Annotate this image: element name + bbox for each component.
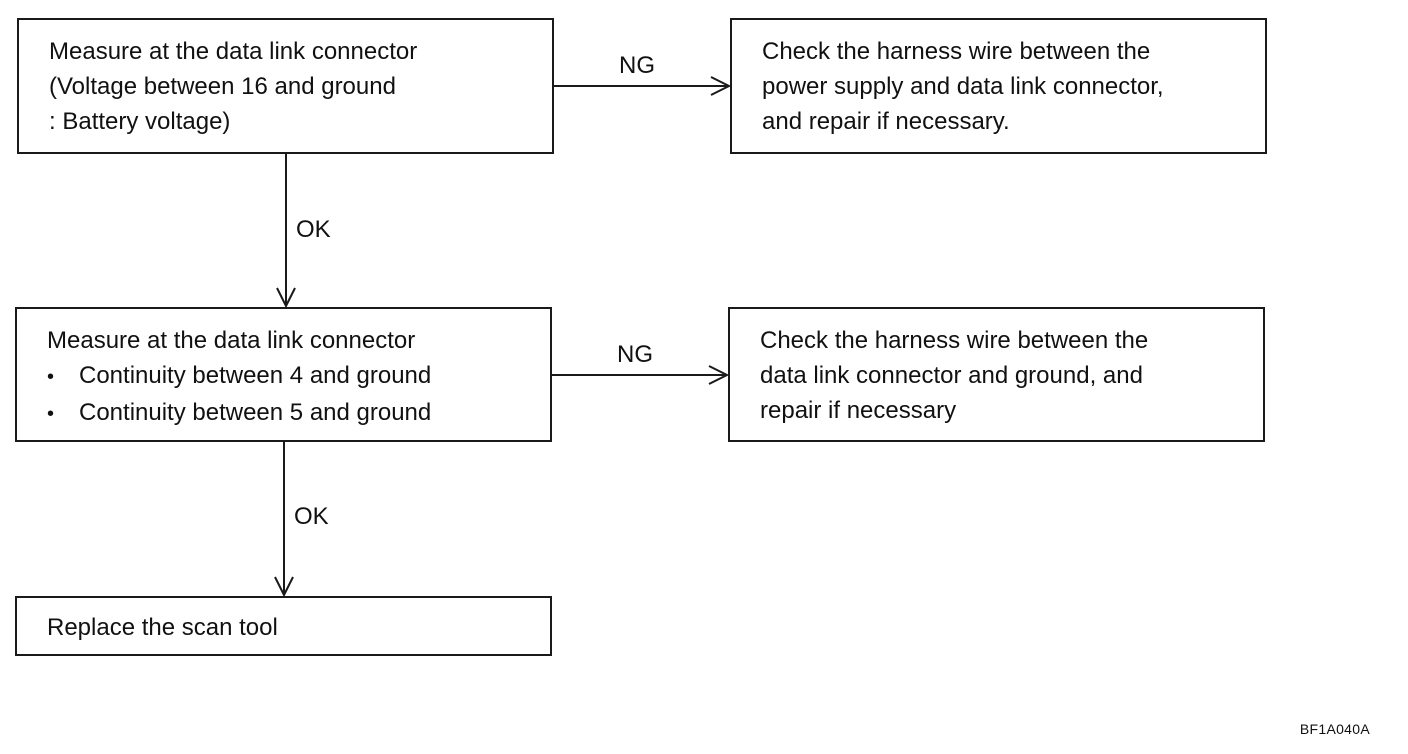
step3-text: Replace the scan tool xyxy=(47,614,278,641)
step2-ng-line-2: data link connector and ground, and xyxy=(760,362,1143,389)
step1-ng-line-2: power supply and data link connector, xyxy=(762,73,1164,100)
step-measure-voltage-box: Measure at the data link connector (Volt… xyxy=(17,18,554,154)
step2-bullet-item: • Continuity between 5 and ground xyxy=(47,395,522,432)
figure-code: BF1A040A xyxy=(1299,721,1370,737)
step2-bullet-text: Continuity between 5 and ground xyxy=(79,399,432,426)
step1-line-1: Measure at the data link connector xyxy=(49,38,418,65)
edge-label-ng: NG xyxy=(617,341,653,368)
arrowhead-ok-2 xyxy=(274,576,294,598)
step1-line-2: (Voltage between 16 and ground xyxy=(49,73,396,100)
step2-bullet-item: • Continuity between 4 and ground xyxy=(47,358,522,395)
step1-ng-line-3: and repair if necessary. xyxy=(762,108,1010,135)
check-power-supply-harness-box: Check the harness wire between the power… xyxy=(730,18,1267,154)
replace-scan-tool-box: Replace the scan tool xyxy=(15,596,552,656)
arrowhead-ng-2 xyxy=(708,365,730,385)
step-measure-continuity-box: Measure at the data link connector • Cont… xyxy=(15,307,552,442)
arrowhead-ok-1 xyxy=(276,287,296,309)
step1-ng-line-1: Check the harness wire between the xyxy=(762,38,1151,65)
edge-label-ng: NG xyxy=(619,52,655,79)
arrowhead-ng-1 xyxy=(710,76,732,96)
step2-bullet-text: Continuity between 4 and ground xyxy=(79,362,432,389)
edge-label-ok: OK xyxy=(296,216,331,243)
step2-ng-line-1: Check the harness wire between the xyxy=(760,327,1149,354)
edge-label-ok: OK xyxy=(294,503,329,530)
step2-ng-line-3: repair if necessary xyxy=(760,397,957,424)
check-ground-harness-box: Check the harness wire between the data … xyxy=(728,307,1265,442)
step1-line-3: : Battery voltage) xyxy=(49,108,231,135)
step2-heading: Measure at the data link connector xyxy=(47,327,416,354)
bullet-icon: • xyxy=(47,403,55,425)
bullet-icon: • xyxy=(47,366,55,388)
